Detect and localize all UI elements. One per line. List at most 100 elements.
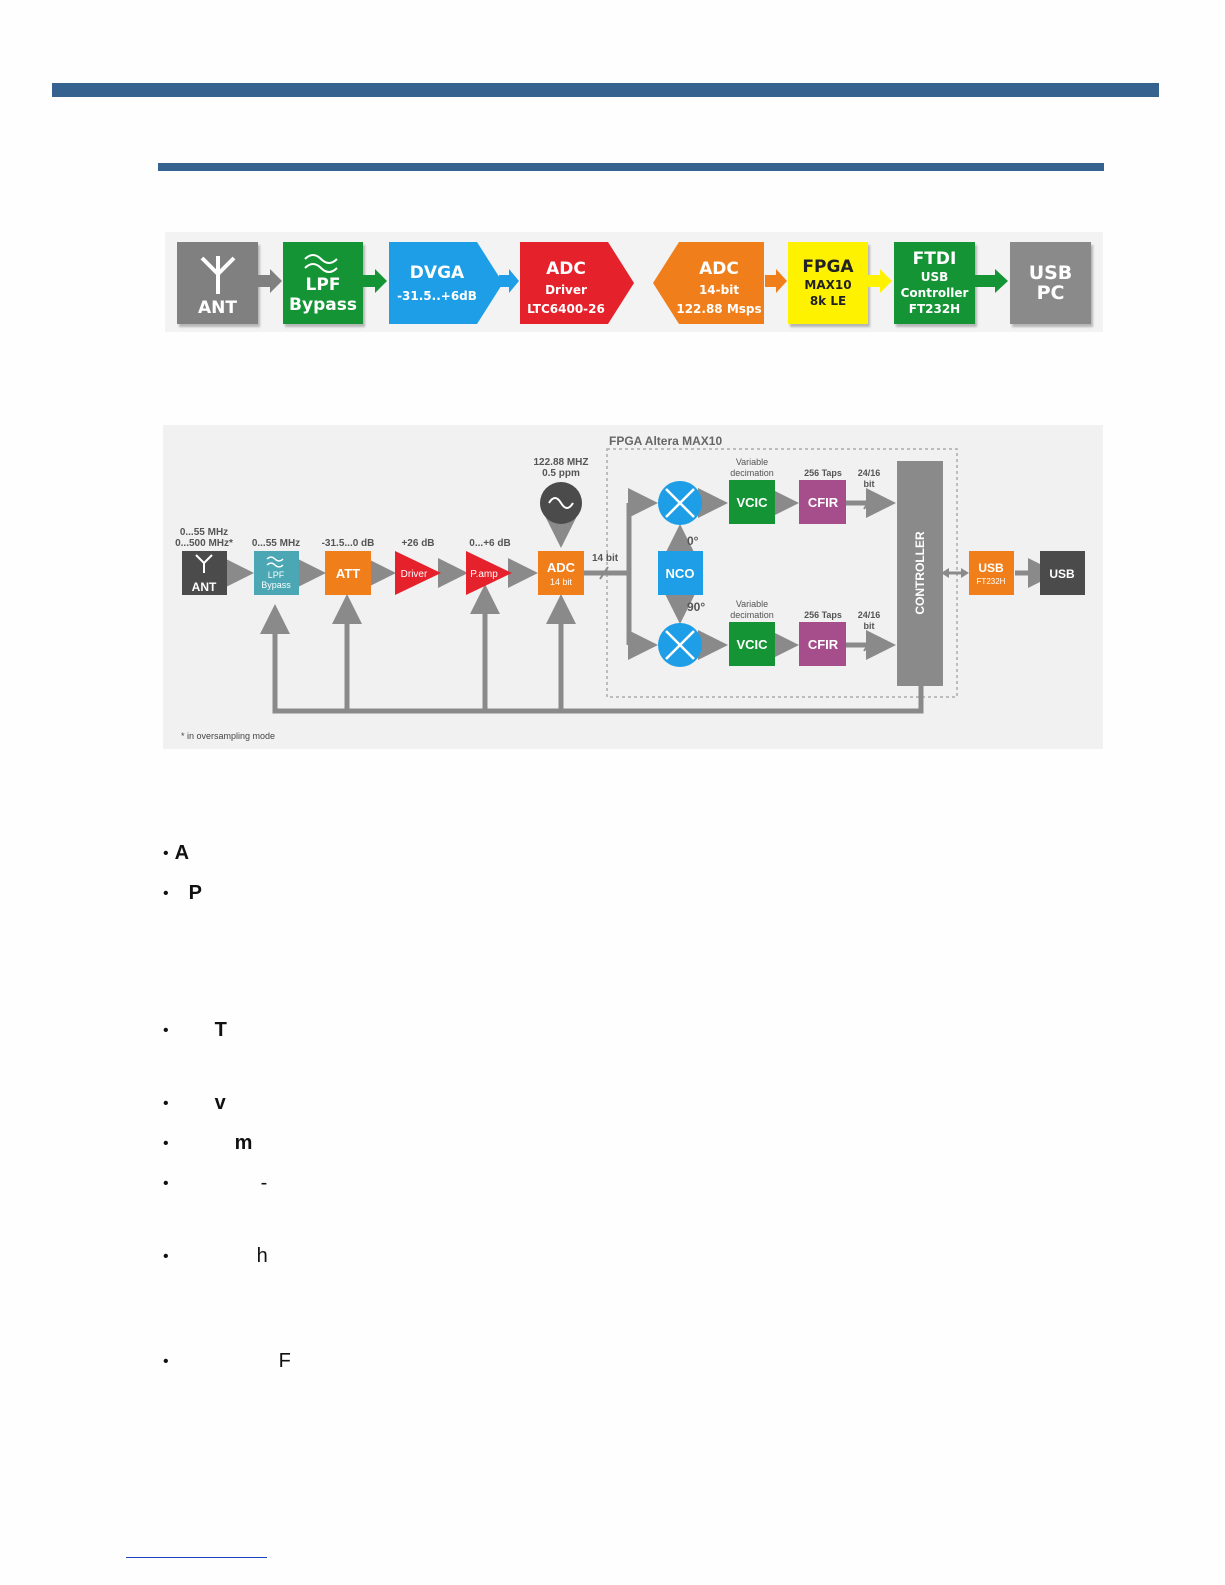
sine-wave-icon	[548, 497, 574, 509]
controller-label: CONTROLLER	[913, 531, 927, 615]
var-dec-bot-2: decimation	[730, 610, 774, 620]
vcic-bottom-label: VCIC	[736, 637, 768, 652]
pamp-gain: 0...+6 dB	[469, 538, 510, 549]
att-label: ATT	[336, 566, 360, 581]
lpf-label-1: LPF	[268, 570, 285, 580]
var-dec-bot-1: Variable	[736, 599, 768, 609]
dvga-label-2: -31.5..+6dB	[397, 289, 477, 303]
list-item-text: F	[278, 1350, 291, 1372]
bullet-icon: •	[163, 1247, 169, 1265]
var-dec-top-1: Variable	[736, 457, 768, 467]
bullet-icon: •	[163, 884, 169, 902]
mixer-top	[658, 481, 702, 525]
list-item-text: T	[214, 1019, 227, 1041]
list-item: • m	[163, 1132, 252, 1155]
taps-top: 256 Taps	[804, 468, 842, 478]
adc-block: ADC 14-bit 122.88 Msps	[653, 242, 764, 324]
ant-block: ANT	[177, 242, 258, 324]
phase-90-label: 90°	[687, 600, 705, 614]
bullet-icon: •	[163, 1134, 169, 1152]
filter-wave-icon	[266, 556, 284, 568]
list-item-text: m	[234, 1132, 253, 1154]
list-item: • T	[163, 1019, 227, 1042]
lpf-label-2: Bypass	[261, 580, 291, 590]
bits-top-1: 24/16	[858, 468, 881, 478]
header-rule	[52, 83, 1159, 97]
bits-bot-2: bit	[864, 621, 875, 631]
ftdi-label-3: Controller	[900, 286, 969, 300]
vcic-bottom	[729, 622, 775, 666]
bullet-icon: •	[163, 844, 169, 862]
nco-label: NCO	[666, 566, 695, 581]
list-item: • F	[163, 1350, 291, 1373]
adc-bits: 14 bit	[592, 553, 619, 564]
bullet-icon: •	[163, 1174, 169, 1192]
vcic-top	[729, 480, 775, 524]
usb-pc-label-2: PC	[1036, 282, 1065, 304]
section-rule	[158, 163, 1104, 171]
usb-ctrl-label-2: FT232H	[977, 577, 1006, 586]
adc-block	[538, 551, 584, 595]
cfir-bottom	[799, 622, 846, 666]
fpga-label-2: MAX10	[804, 278, 852, 292]
ant-label: ANT	[192, 580, 217, 594]
fpga-region-label: FPGA Altera MAX10	[609, 434, 722, 448]
adc-label-1: ADC	[699, 259, 739, 279]
antenna-icon	[195, 554, 213, 573]
bullet-icon: •	[163, 1094, 169, 1112]
arrow-connector	[258, 269, 282, 293]
dvga-block: DVGA -31.5..+6dB	[389, 242, 503, 324]
ftdi-block: FTDI USB Controller FT232H	[894, 242, 975, 324]
list-item-text: h	[256, 1245, 268, 1267]
block-diagram-detail: FPGA Altera MAX10	[163, 425, 1103, 749]
footer-link-underline[interactable]	[126, 1557, 267, 1558]
adc-driver-label-3: LTC6400-26	[527, 302, 605, 316]
pamp-label: P.amp	[470, 569, 498, 580]
list-item-text: v	[214, 1092, 226, 1114]
adc-driver-block: ADC Driver LTC6400-26	[520, 242, 634, 324]
cfir-top	[799, 480, 846, 524]
arrow-connector	[975, 269, 1008, 293]
arrow-connector	[499, 269, 519, 293]
fpga-label-3: 8k LE	[809, 294, 847, 308]
list-item-text: -	[260, 1172, 268, 1194]
bullet-icon: •	[163, 1021, 169, 1039]
arrow-connector	[765, 269, 787, 293]
usb-label: USB	[1049, 567, 1075, 581]
ftdi-label-1: FTDI	[912, 249, 957, 269]
arrow-connector	[868, 269, 892, 293]
ftdi-label-2: USB	[920, 270, 949, 284]
lpf-label-2: Bypass	[289, 295, 357, 315]
driver-amp	[395, 551, 441, 595]
osc-ppm: 0.5 ppm	[542, 468, 580, 479]
nco-block	[658, 551, 703, 595]
adc-label-1: ADC	[547, 560, 576, 575]
list-item: • P	[163, 882, 202, 905]
dvga-label-1: DVGA	[410, 263, 465, 283]
usb-pc-label-1: USB	[1028, 262, 1073, 284]
ant-label: ANT	[198, 298, 237, 318]
lpf-label-1: LPF	[305, 275, 341, 295]
bits-bot-1: 24/16	[858, 610, 881, 620]
phase-0-label: 0°	[687, 534, 699, 548]
adc-label-2: 14-bit	[699, 283, 739, 297]
ftdi-label-4: FT232H	[908, 302, 961, 316]
mixer-bottom	[658, 623, 702, 667]
ant-freq-2: 0...500 MHz*	[175, 538, 233, 549]
fpga-block: FPGA MAX10 8k LE	[788, 242, 868, 324]
var-dec-top-2: decimation	[730, 468, 774, 478]
list-item: • h	[163, 1245, 268, 1268]
adc-label-3: 122.88 Msps	[676, 302, 761, 316]
ant-freq-1: 0...55 MHz	[180, 527, 228, 538]
driver-label: Driver	[401, 569, 428, 580]
usb-ctrl-label-1: USB	[978, 561, 1004, 575]
footnote: * in oversampling mode	[181, 731, 275, 741]
att-block	[325, 551, 371, 595]
filter-wave-icon	[304, 254, 338, 273]
list-item: • A	[163, 842, 189, 865]
block-diagram-overview: ANT LPF Bypass DVGA -31.5..+6dB ADC Driv…	[165, 232, 1103, 332]
adc-label-2: 14 bit	[550, 577, 573, 587]
arrow-connector	[363, 269, 387, 293]
fpga-label-1: FPGA	[802, 257, 854, 277]
preamp	[466, 551, 512, 595]
